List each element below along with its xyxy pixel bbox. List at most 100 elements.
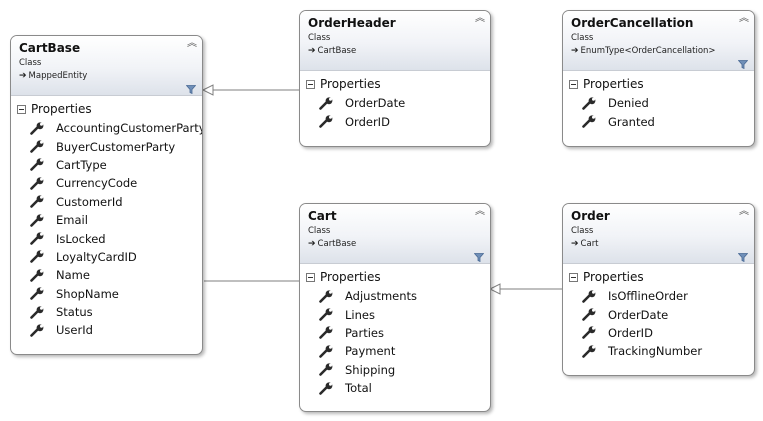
filter-icon[interactable] [186,85,196,94]
base-type-name: CartBase [317,46,357,56]
property-name: AccountingCustomerParty [56,121,203,136]
property-item[interactable]: Status [11,303,202,321]
minus-box-icon[interactable] [306,272,315,282]
section-label: Properties [320,270,381,284]
class-stereotype: Class [308,226,331,236]
property-list: OrderDate OrderID [300,94,490,131]
section-header-properties[interactable]: Properties [300,267,490,287]
property-item[interactable]: Payment [300,342,490,360]
property-item[interactable]: BuyerCustomerParty [11,137,202,155]
double-chevron-up-icon[interactable]: ︽ [739,206,749,217]
property-item[interactable]: Total [300,379,490,397]
property-name: Lines [345,307,375,322]
class-stereotype: Class [308,33,331,43]
class-box-orderheader[interactable]: OrderHeader Class ➔CartBase ︽ Properties… [299,10,491,147]
wrench-icon [30,158,44,172]
wrench-icon [319,97,333,110]
property-item[interactable]: ShopName [11,285,202,303]
section-label: Properties [583,77,644,91]
property-name: OrderID [608,325,653,340]
property-list: Adjustments Lines Parties Payment Shippi… [300,287,490,397]
wrench-icon [30,324,44,337]
wrench-icon [30,122,44,135]
property-item[interactable]: IsLocked [11,229,202,247]
property-name: CustomerId [56,194,123,209]
property-item[interactable]: OrderDate [563,305,754,323]
property-name: CartType [56,157,107,172]
class-box-order[interactable]: Order Class ➔Cart ︽ Properties IsOffline… [562,203,755,376]
wrench-icon [319,308,333,321]
inheritance-arrowhead-cartbase [201,84,214,96]
wrench-icon [319,115,333,128]
property-item[interactable]: Email [11,211,202,229]
class-base-type: ➔EnumType<OrderCancellation> [571,45,746,57]
property-item[interactable]: Name [11,266,202,284]
class-body: Properties Denied Granted [563,70,754,131]
property-item[interactable]: CurrencyCode [11,174,202,192]
property-name: OrderID [345,114,390,129]
wrench-icon [30,232,44,245]
class-box-cartbase[interactable]: CartBase Class ➔MappedEntity ︽ Propertie… [10,35,203,355]
property-item[interactable]: TrackingNumber [563,342,754,360]
filter-icon[interactable] [738,60,748,69]
property-name: Name [56,268,90,283]
property-item[interactable]: OrderDate [300,94,490,112]
property-item[interactable]: OrderID [563,324,754,342]
property-item[interactable]: UserId [11,321,202,339]
class-box-cart[interactable]: Cart Class ➔CartBase ︽ Properties Adjust… [299,203,491,412]
property-name: IsOfflineOrder [608,289,688,304]
section-label: Properties [320,77,381,91]
double-chevron-up-icon[interactable]: ︽ [187,38,197,49]
minus-box-icon[interactable] [17,104,26,114]
property-item[interactable]: Denied [563,94,754,112]
filter-icon[interactable] [474,253,484,262]
property-item[interactable]: Adjustments [300,287,490,305]
base-type-name: Cart [580,239,599,249]
double-chevron-up-icon[interactable]: ︽ [475,206,485,217]
property-item[interactable]: Granted [563,112,754,130]
wrench-icon [30,195,44,209]
double-chevron-up-icon[interactable]: ︽ [739,13,749,24]
class-stereotype: Class [19,58,42,68]
class-name: OrderHeader [308,16,396,30]
property-item[interactable]: Lines [300,305,490,323]
wrench-icon [30,214,44,227]
property-item[interactable]: AccountingCustomerParty [11,119,202,137]
section-header-properties[interactable]: Properties [300,74,490,94]
double-chevron-up-icon[interactable]: ︽ [475,13,485,24]
class-header: Order Class ➔Cart ︽ [563,204,754,263]
arrow-right-icon: ➔ [571,239,579,249]
property-name: BuyerCustomerParty [56,139,176,154]
property-name: Denied [608,96,649,111]
class-header: OrderHeader Class ➔CartBase ︽ [300,11,490,70]
minus-box-icon[interactable] [569,79,578,89]
property-list: AccountingCustomerParty BuyerCustomerPar… [11,119,202,340]
wrench-icon [30,250,44,264]
class-box-ordercancellation[interactable]: OrderCancellation Class ➔EnumType<OrderC… [562,10,755,147]
property-item[interactable]: LoyaltyCardID [11,248,202,266]
section-header-properties[interactable]: Properties [563,267,754,287]
minus-box-icon[interactable] [569,272,578,282]
property-item[interactable]: Shipping [300,361,490,379]
filter-icon[interactable] [738,253,748,262]
property-item[interactable]: IsOfflineOrder [563,287,754,305]
wrench-icon [582,115,596,128]
property-item[interactable]: OrderID [300,112,490,130]
wrench-icon [30,305,44,319]
section-header-properties[interactable]: Properties [11,99,202,119]
section-label: Properties [583,270,644,284]
property-item[interactable]: CustomerId [11,193,202,211]
wrench-icon [582,97,596,110]
property-item[interactable]: Parties [300,324,490,342]
property-name: Parties [345,325,384,340]
property-item[interactable]: CartType [11,156,202,174]
section-header-properties[interactable]: Properties [563,74,754,94]
minus-box-icon[interactable] [306,79,315,89]
class-base-type: ➔CartBase [308,45,482,57]
base-type-name: EnumType<OrderCancellation> [580,46,716,56]
property-name: OrderDate [608,307,669,322]
class-header: Cart Class ➔CartBase ︽ [300,204,490,263]
base-type-name: MappedEntity [28,71,88,81]
class-name: Cart [308,209,337,223]
